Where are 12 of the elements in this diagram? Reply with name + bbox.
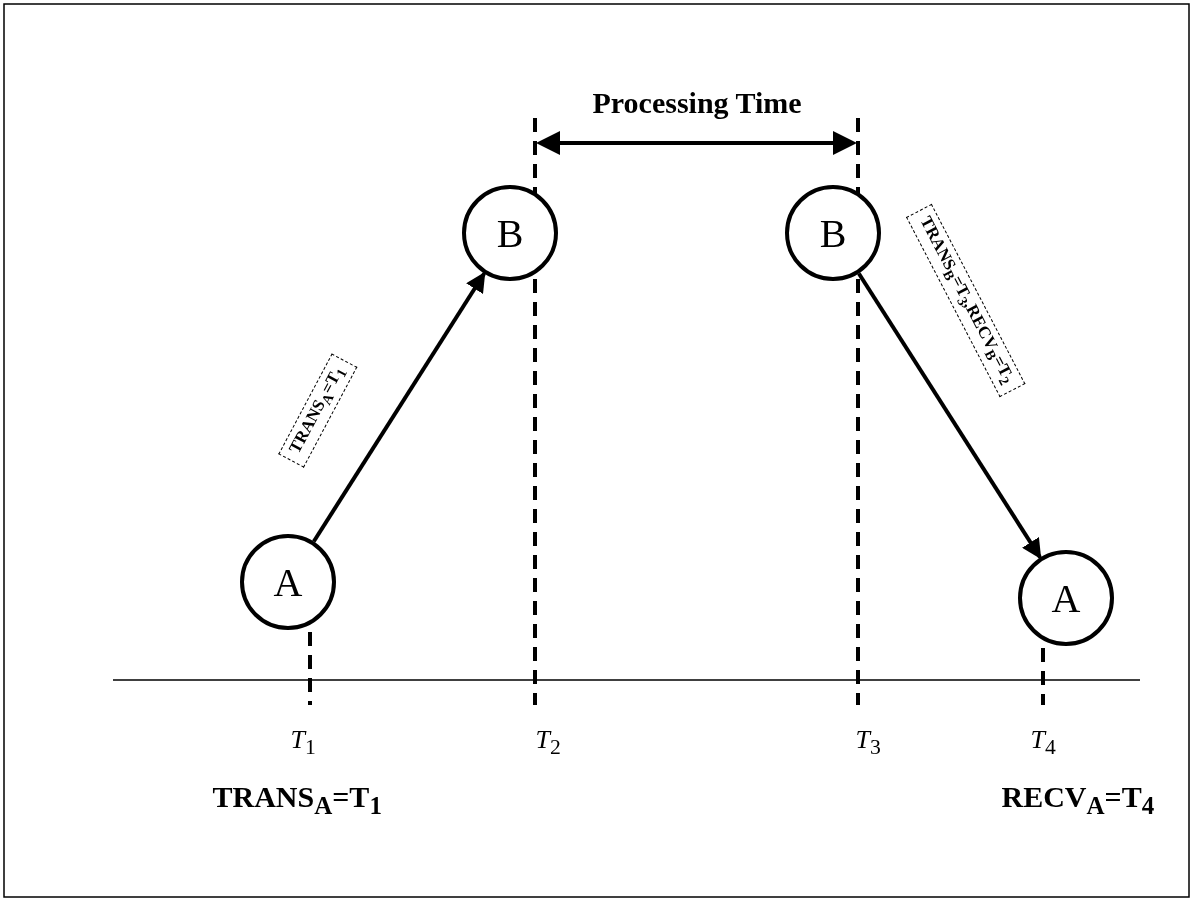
- time-label: T$_{4}$: [1030, 724, 1056, 760]
- node-circle: A: [1018, 550, 1114, 646]
- timestamp-note: TRANS$_{A}$=T$_{1}$: [212, 780, 382, 820]
- time-label: T$_{1}$: [290, 724, 316, 760]
- node-circle: B: [785, 185, 881, 281]
- arrow: [312, 271, 486, 543]
- arrow: [857, 272, 1042, 560]
- time-label: T$_{2}$: [535, 724, 561, 760]
- time-label: T$_{3}$: [855, 724, 881, 760]
- node-circle: B: [462, 185, 558, 281]
- node-circle: A: [240, 534, 336, 630]
- timestamp-note: RECV$_{A}$=T$_{4}$: [1001, 780, 1155, 820]
